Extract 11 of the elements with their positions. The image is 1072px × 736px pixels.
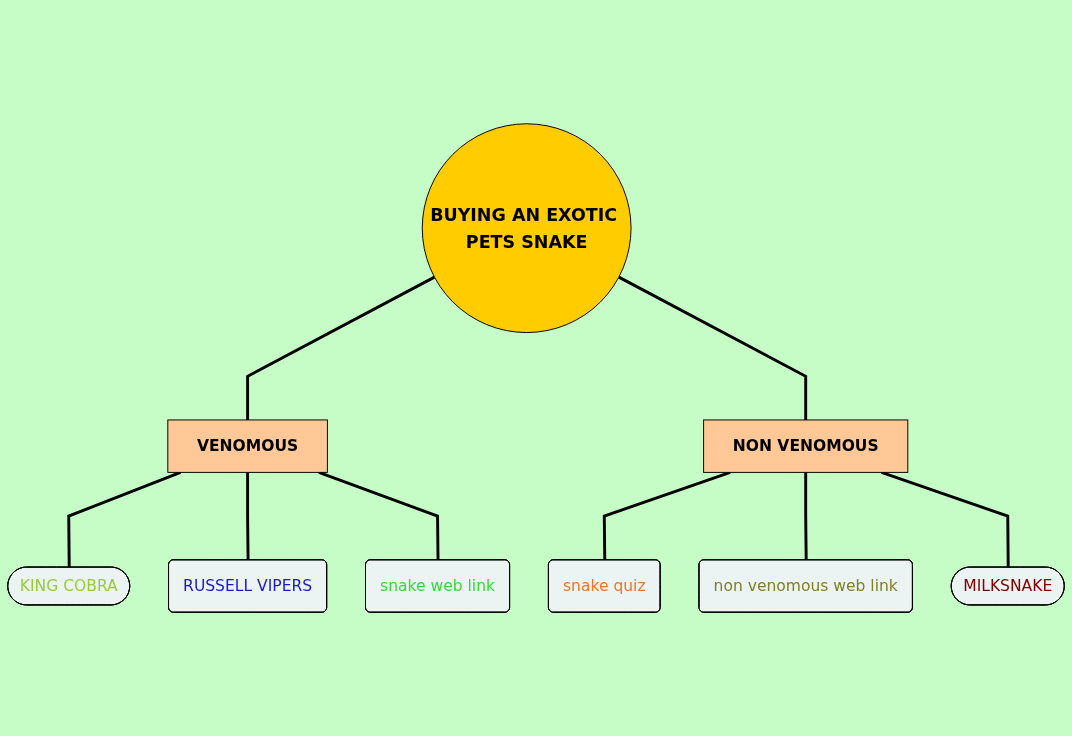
connector — [881, 471, 1010, 568]
connector — [618, 275, 808, 420]
connector — [246, 472, 250, 561]
connector — [602, 471, 731, 561]
node-circle: BUYING AN EXOTIC PETS SNAKE — [421, 123, 632, 334]
connector — [804, 472, 808, 561]
node-box: NON VENOMOUS — [703, 419, 909, 473]
connector — [67, 471, 182, 568]
connector — [318, 471, 440, 561]
connector — [246, 275, 436, 420]
node-box: VENOMOUS — [167, 419, 328, 473]
